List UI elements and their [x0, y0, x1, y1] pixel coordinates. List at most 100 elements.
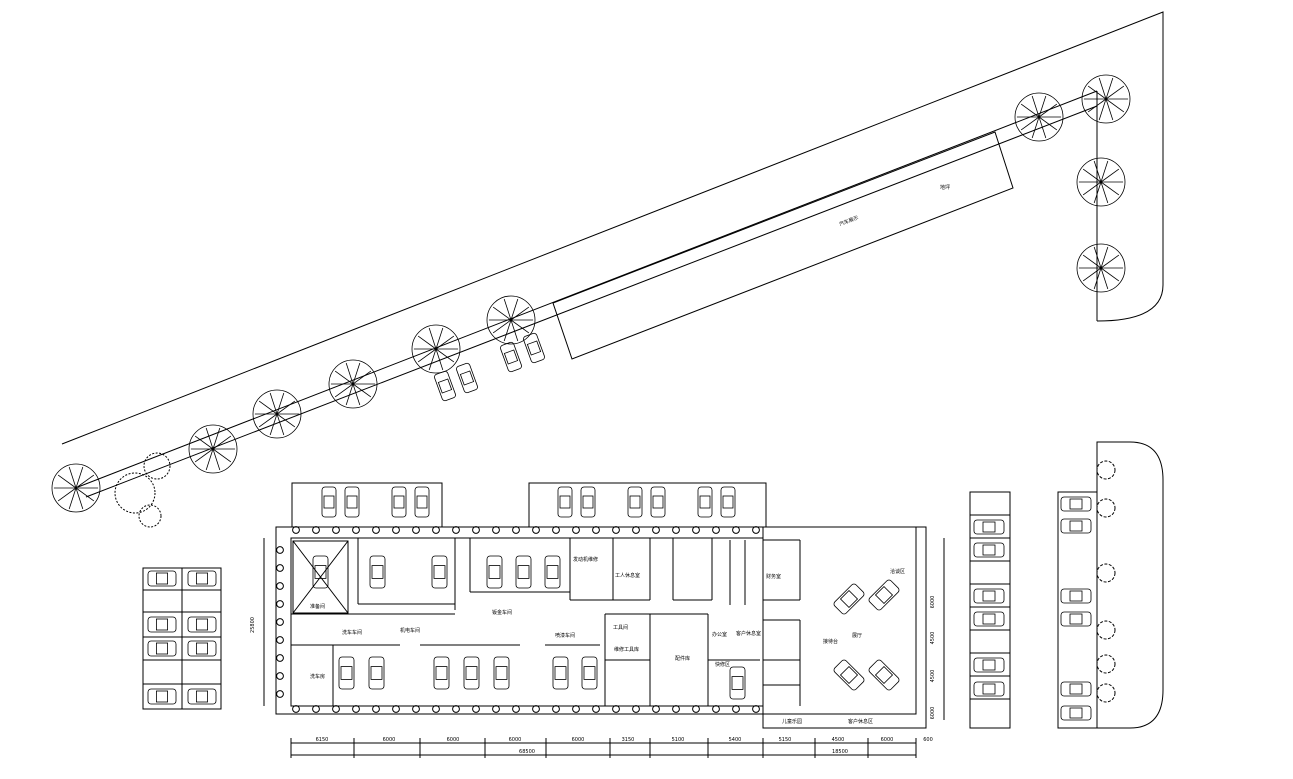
label-small-e: 接待台: [823, 638, 838, 645]
car-icon: [833, 659, 865, 691]
car-icon: [833, 583, 865, 615]
car-icon: [580, 486, 596, 518]
shrub-icon: [138, 504, 162, 528]
shrub-icon: [143, 452, 171, 480]
car-icon: [650, 486, 666, 518]
car-icon: [868, 579, 900, 611]
dim-total-1: 68500: [519, 749, 535, 755]
column-icon: [472, 705, 480, 713]
right-parking-block: [969, 491, 1011, 729]
column-icon: [276, 690, 284, 698]
column-icon: [412, 526, 420, 534]
column-icon: [292, 526, 300, 534]
dim-bottom-1: 6150: [316, 737, 329, 743]
tree-icon: [411, 324, 461, 374]
car-icon: [973, 611, 1005, 627]
car-icon: [544, 555, 561, 589]
car-icon: [1060, 681, 1092, 697]
car-icon: [187, 616, 217, 633]
column-icon: [652, 526, 660, 534]
label-office-a: 工人休息室: [615, 572, 640, 579]
column-icon: [276, 582, 284, 590]
label-parts-store: 配件库: [675, 655, 690, 662]
label-wash-room: 洗车房: [310, 673, 325, 680]
car-icon: [515, 555, 532, 589]
car-icon: [368, 656, 385, 690]
column-icon: [732, 526, 740, 534]
dim-bottom-8: 5400: [729, 737, 742, 743]
car-icon: [463, 656, 480, 690]
label-customer-lounge: 客户休息区: [848, 718, 873, 725]
dim-right-4: 6000: [930, 707, 936, 720]
column-icon: [492, 705, 500, 713]
column-icon: [276, 636, 284, 644]
flower-shrub-icon: [1096, 460, 1116, 480]
label-left-workshop-2: 机电车间: [400, 627, 420, 634]
lift-bay: [292, 540, 349, 614]
interior-walls: [291, 538, 801, 706]
car-icon: [973, 542, 1005, 558]
car-icon: [369, 555, 386, 589]
column-icon: [752, 526, 760, 534]
walkway-line: [77, 90, 1098, 488]
column-icon: [592, 526, 600, 534]
tree-icon: [1076, 243, 1126, 293]
label-office-b: 发动机维修: [573, 556, 598, 563]
label-quick-repair: 快修区: [715, 661, 730, 668]
car-icon: [500, 341, 522, 373]
column-icon: [712, 705, 720, 713]
column-icon: [552, 526, 560, 534]
shrub-icon: [114, 472, 156, 514]
flower-shrub-icon: [1096, 563, 1116, 583]
column-icon: [552, 705, 560, 713]
car-icon: [433, 656, 450, 690]
label-mid-workshop: 钣金车间: [492, 609, 512, 616]
tree-icon: [252, 389, 302, 439]
tree-icon: [1081, 74, 1131, 124]
label-tool-room: 工具间: [613, 624, 628, 631]
column-icon: [292, 705, 300, 713]
dim-bottom-11: 6000: [881, 737, 894, 743]
column-icon: [312, 705, 320, 713]
flower-shrub-icon: [1096, 498, 1116, 518]
far-right-parking-block: [1057, 441, 1164, 729]
showroom-outline: [762, 526, 927, 729]
car-icon: [720, 486, 736, 518]
tree-icon: [51, 463, 101, 513]
label-small-a: 维修工具库: [614, 646, 639, 653]
top-parking-left: [291, 482, 443, 528]
column-icon: [332, 526, 340, 534]
main-building-outline: [275, 526, 917, 715]
column-icon: [372, 705, 380, 713]
column-icon: [732, 705, 740, 713]
main-building-inner: [290, 537, 764, 707]
car-icon: [414, 486, 430, 518]
car-icon: [973, 519, 1005, 535]
car-icon: [486, 555, 503, 589]
car-icon: [729, 666, 746, 700]
dim-right-1: 6000: [930, 596, 936, 609]
column-icon: [372, 526, 380, 534]
dim-bottom-6: 3150: [622, 737, 635, 743]
column-icon: [276, 618, 284, 626]
label-small-d: 财务室: [766, 573, 781, 580]
column-icon: [632, 526, 640, 534]
car-icon: [627, 486, 643, 518]
label-left-workshop-1: 洗车车间: [342, 629, 362, 636]
column-icon: [352, 526, 360, 534]
car-icon: [1060, 588, 1092, 604]
column-icon: [452, 526, 460, 534]
column-icon: [352, 705, 360, 713]
walkway-line-inner: [85, 105, 1098, 498]
dim-bottom-9: 5150: [779, 737, 792, 743]
car-icon: [868, 659, 900, 691]
car-icon: [557, 486, 573, 518]
tree-icon: [328, 359, 378, 409]
dim-bottom-4: 6000: [509, 737, 522, 743]
tree-icon: [1076, 157, 1126, 207]
column-icon: [592, 705, 600, 713]
column-icon: [532, 705, 540, 713]
column-icon: [452, 705, 460, 713]
car-icon: [187, 570, 217, 587]
